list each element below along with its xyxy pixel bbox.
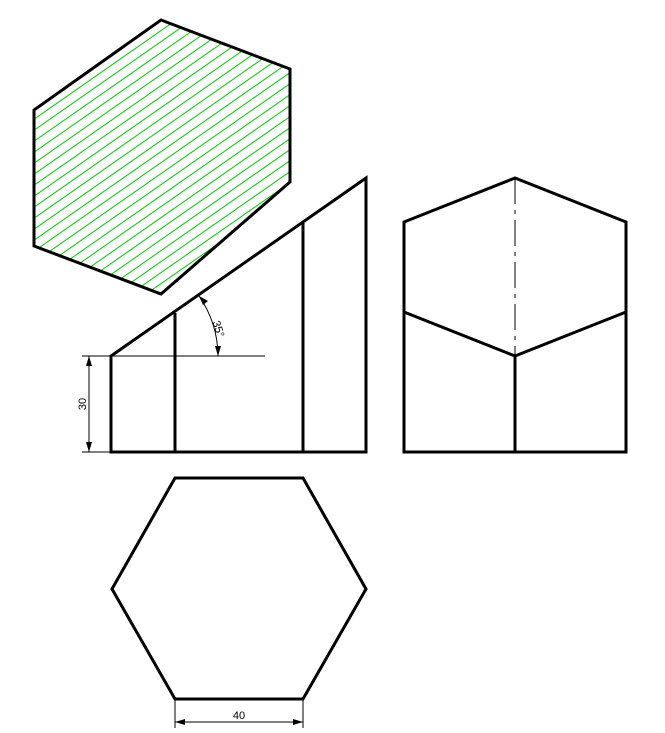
hatch-line bbox=[34, 20, 290, 130]
hatch-line bbox=[34, 20, 290, 174]
front-view-outline bbox=[109, 175, 368, 454]
hatch-line bbox=[34, 80, 290, 284]
height-arrowhead-top bbox=[86, 356, 92, 366]
angle-dimension-label: 35° bbox=[210, 319, 227, 339]
section-hatch-pattern bbox=[20, 20, 310, 514]
side-view bbox=[402, 176, 628, 454]
hatch-line bbox=[34, 20, 290, 141]
side-cut-edge-right bbox=[514, 310, 627, 358]
hatch-line bbox=[34, 168, 290, 294]
height-arrowhead-bottom bbox=[86, 442, 92, 452]
top-view-hexagon bbox=[110, 476, 368, 701]
hatch-line bbox=[34, 223, 290, 294]
hatch-line bbox=[34, 58, 290, 262]
hatch-line bbox=[34, 245, 290, 294]
hatch-line bbox=[34, 157, 290, 294]
top-view: 40 bbox=[110, 476, 368, 728]
hatch-line bbox=[34, 20, 290, 207]
hatch-line bbox=[20, 301, 310, 503]
hatch-line bbox=[34, 20, 290, 152]
hatch-line bbox=[34, 69, 290, 273]
hatch-line bbox=[34, 267, 290, 294]
hatch-line bbox=[34, 20, 290, 97]
hatch-line bbox=[34, 146, 290, 294]
hatch-line bbox=[34, 201, 290, 294]
hatch-line bbox=[34, 20, 290, 163]
hatch-line bbox=[34, 25, 290, 229]
hatch-line bbox=[34, 124, 290, 294]
front-view: 35° 30 bbox=[77, 175, 368, 454]
width-arrowhead-right bbox=[293, 719, 303, 725]
angle-arrowhead-top bbox=[199, 296, 208, 305]
hatch-line bbox=[34, 91, 290, 294]
hatch-line bbox=[34, 20, 290, 108]
side-cut-edge-left bbox=[403, 310, 516, 358]
hatch-line bbox=[34, 20, 290, 218]
hatch-line bbox=[20, 312, 310, 514]
angle-arrowhead-bottom bbox=[215, 346, 221, 356]
hatch-line bbox=[34, 212, 290, 294]
hatch-line bbox=[34, 256, 290, 294]
hatch-line bbox=[34, 234, 290, 294]
hatch-line bbox=[34, 20, 290, 185]
section-hexagon-outline bbox=[32, 18, 292, 296]
hatch-line bbox=[34, 36, 290, 240]
hatch-line bbox=[34, 113, 290, 294]
width-dimension-label: 40 bbox=[233, 710, 245, 722]
height-dimension-label: 30 bbox=[77, 398, 89, 410]
hatch-line bbox=[34, 47, 290, 251]
hatch-line bbox=[34, 179, 290, 294]
true-shape-section-view bbox=[20, 18, 310, 514]
side-view-outline bbox=[402, 176, 628, 454]
hatch-line bbox=[34, 135, 290, 294]
width-arrowhead-left bbox=[175, 719, 185, 725]
